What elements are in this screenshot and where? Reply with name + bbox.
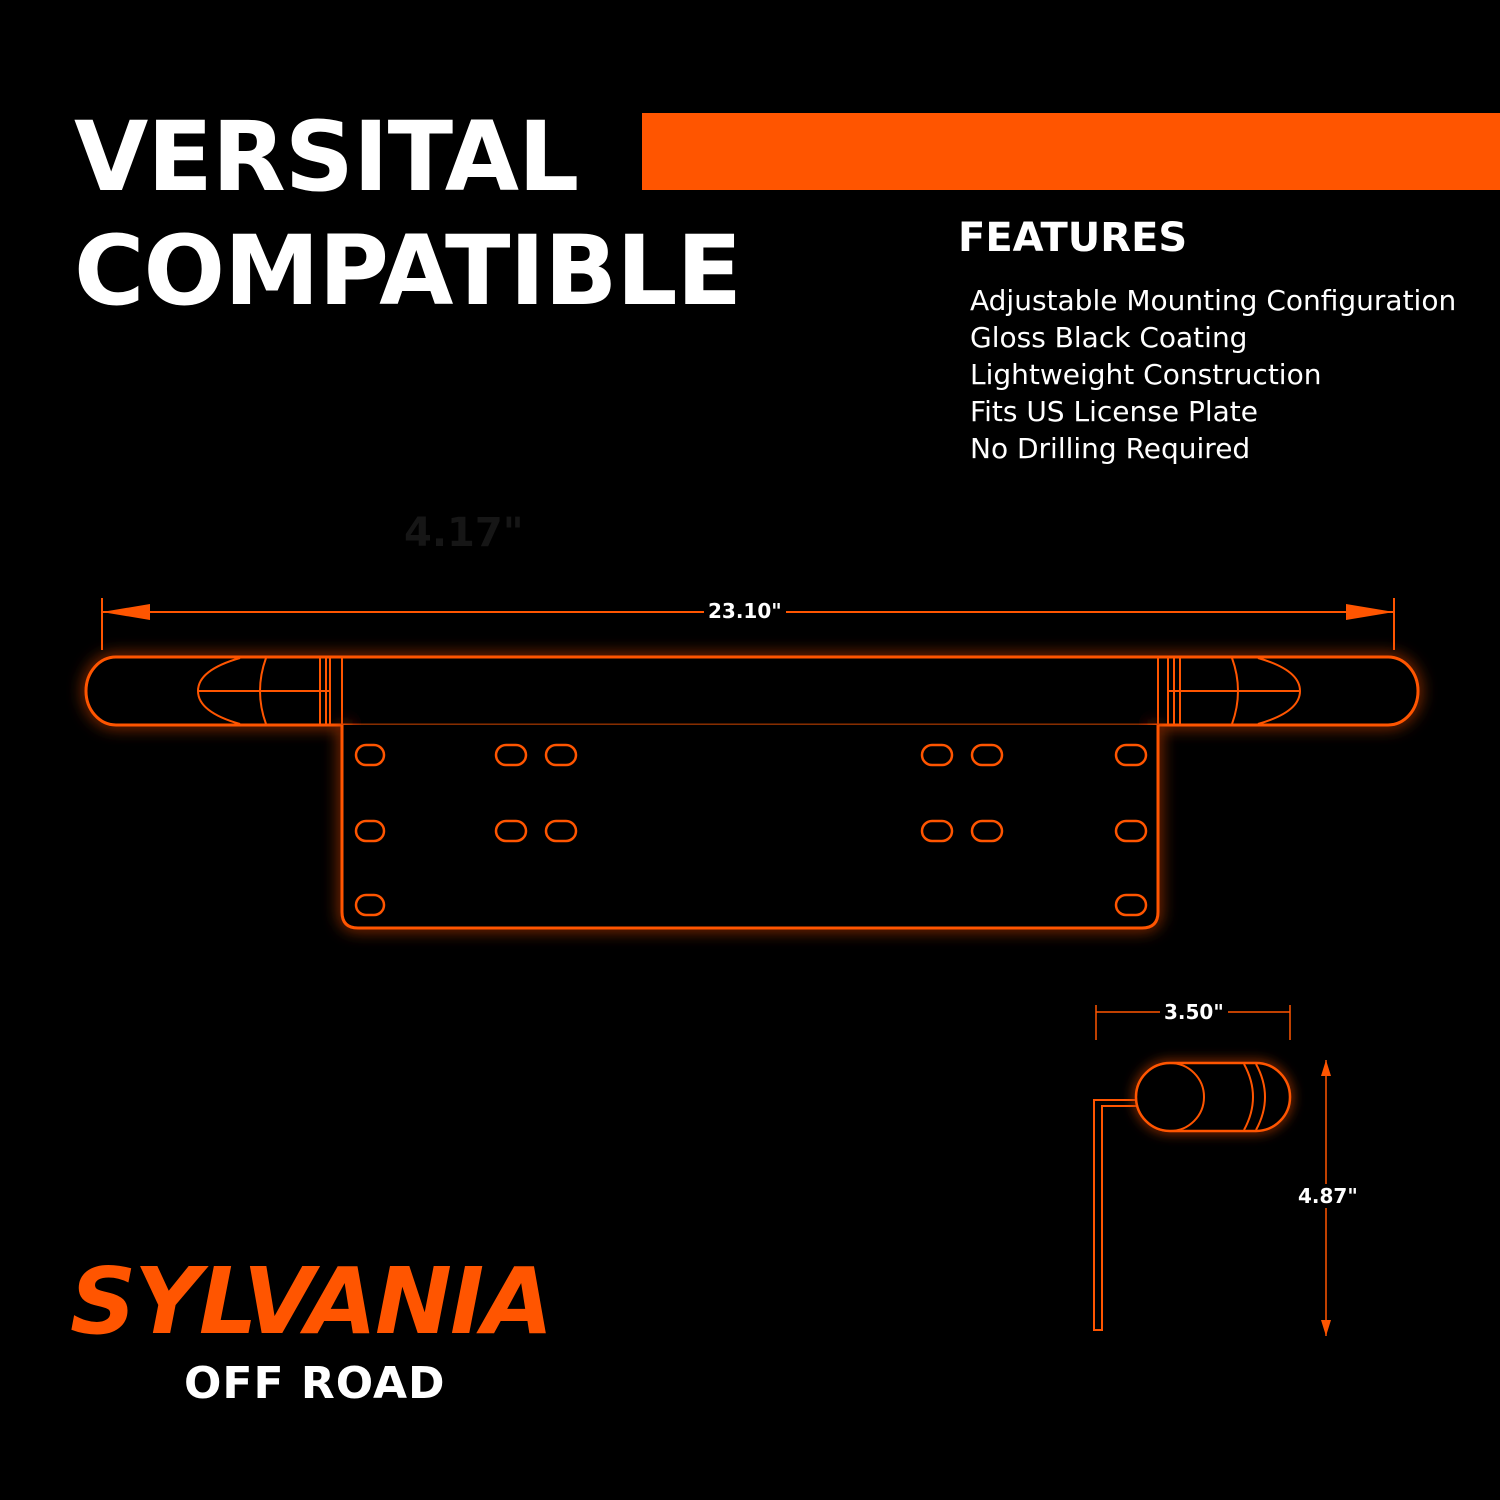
feature-item: Fits US License Plate: [970, 395, 1258, 428]
feature-item: Lightweight Construction: [970, 358, 1322, 391]
feature-item: No Drilling Required: [970, 432, 1251, 465]
ghost-dimension-label: 4.17": [404, 510, 524, 556]
brand-sub-logo: OFF ROAD: [184, 1358, 446, 1409]
feature-item: Gloss Black Coating: [970, 321, 1248, 354]
depth-dimension-label: 3.50": [1160, 1000, 1228, 1024]
side-view-bracket: [1093, 1099, 1141, 1331]
side-view-tube: [1134, 1061, 1292, 1133]
brand-logo: SYLVANIA: [70, 1248, 553, 1355]
headline-line-2: COMPATIBLE: [74, 215, 742, 327]
headline: VERSITAL COMPATIBLE: [74, 100, 742, 328]
features-list: Adjustable Mounting Configuration Gloss …: [970, 282, 1456, 467]
license-plate-mount: [340, 725, 1160, 930]
length-dimension-label: 23.10": [704, 599, 786, 623]
accent-bar: [642, 113, 1500, 190]
height-dimension-label: 4.87": [1294, 1184, 1362, 1208]
side-view-dimension-lines: [1095, 1005, 1331, 1336]
headline-line-1: VERSITAL: [74, 101, 579, 213]
features-title: FEATURES: [958, 215, 1188, 261]
crossbar-details: [196, 657, 1302, 725]
feature-item: Adjustable Mounting Configuration: [970, 284, 1457, 317]
mounting-slots: [354, 743, 1148, 917]
